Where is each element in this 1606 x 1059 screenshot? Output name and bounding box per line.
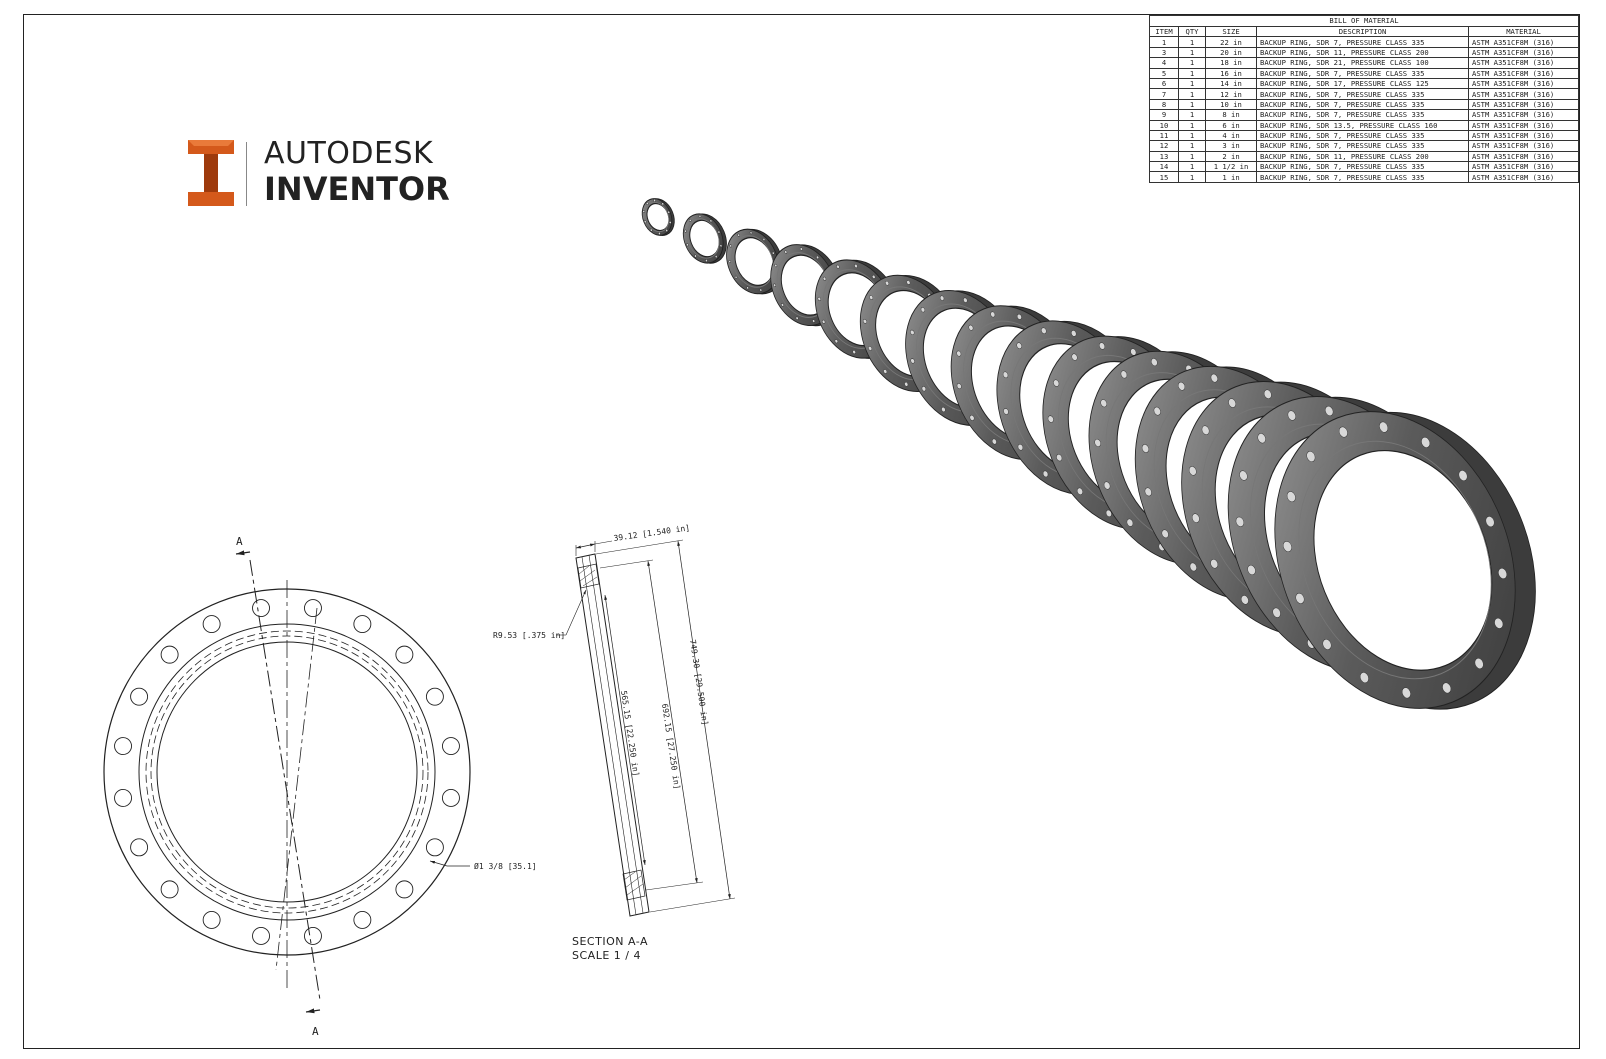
bolt-hole	[304, 599, 322, 617]
bom-title: BILL OF MATERIAL	[1149, 15, 1579, 26]
sheet-border	[23, 14, 1580, 1049]
bolt-hole	[160, 645, 179, 664]
bolt-hole	[442, 737, 460, 755]
section-cut-line-1	[249, 559, 321, 1001]
front-view: A A Ø1 3/8 [35.1]	[103, 535, 537, 1038]
bolt-hole	[442, 789, 460, 807]
bolt-hole	[395, 645, 414, 664]
dim-middle: 692.15 [27.250 in]	[660, 703, 682, 790]
section-mark-top: A	[236, 535, 243, 548]
logo-text-autodesk: AUTODESK	[264, 136, 434, 171]
dim-radius: R9.53 [.375 in]	[493, 631, 565, 640]
section-arrow-bottom	[305, 1008, 321, 1014]
hole-callout: Ø1 3/8 [35.1]	[474, 861, 537, 871]
inventor-logo-icon	[188, 140, 234, 206]
bolt-hole	[114, 789, 132, 807]
bolt-hole	[202, 910, 221, 929]
bolt-hole	[425, 687, 444, 706]
bolt-hole	[395, 880, 414, 899]
bolt-hole	[425, 838, 444, 857]
bolt-holes	[114, 599, 460, 945]
bolt-hole	[114, 737, 132, 755]
logo-text-inventor: INVENTOR	[264, 170, 450, 208]
section-hatch-bottom	[622, 869, 646, 901]
section-hatch-top	[577, 563, 600, 589]
section-arrow-top	[235, 550, 251, 556]
section-cut-line-2	[275, 607, 318, 971]
bolt-hole	[252, 599, 270, 617]
bolt-hole	[304, 927, 322, 945]
section-label-title: SECTION A-A	[572, 935, 648, 948]
bolt-hole	[130, 687, 149, 706]
bolt-hole	[160, 880, 179, 899]
section-profile	[575, 553, 650, 917]
bom-cell-material: ASTM A351CF8M (316)	[1468, 171, 1579, 183]
iso-ring	[1274, 411, 1536, 710]
bolt-hole	[353, 615, 372, 634]
autodesk-inventor-logo: AUTODESK INVENTOR	[188, 136, 450, 212]
section-view: 39.12 [1.540 in] R9.53 [.375 in] 749.30 …	[493, 523, 736, 917]
dim-outer: 749.30 [29.500 in]	[688, 639, 710, 726]
section-label: SECTION A-A SCALE 1 / 4	[572, 935, 648, 963]
bolt-hole	[353, 910, 372, 929]
bill-of-material-table: BILL OF MATERIAL ITEM QTY SIZE DESCRIPTI…	[1149, 15, 1579, 183]
dim-width: 39.12 [1.540 in]	[613, 523, 691, 543]
iso-ring	[682, 213, 727, 264]
section-mark-bottom: A	[312, 1025, 319, 1038]
iso-ring	[641, 198, 675, 236]
logo-separator	[246, 142, 247, 206]
dim-middle-line	[647, 560, 698, 884]
isometric-ring-assembly	[641, 198, 1536, 710]
iso-ring	[726, 228, 784, 295]
bolt-hole	[252, 927, 270, 945]
dim-inner-line	[604, 594, 646, 866]
bolt-hole	[202, 615, 221, 634]
section-label-scale: SCALE 1 / 4	[572, 949, 641, 962]
bolt-hole	[130, 838, 149, 857]
